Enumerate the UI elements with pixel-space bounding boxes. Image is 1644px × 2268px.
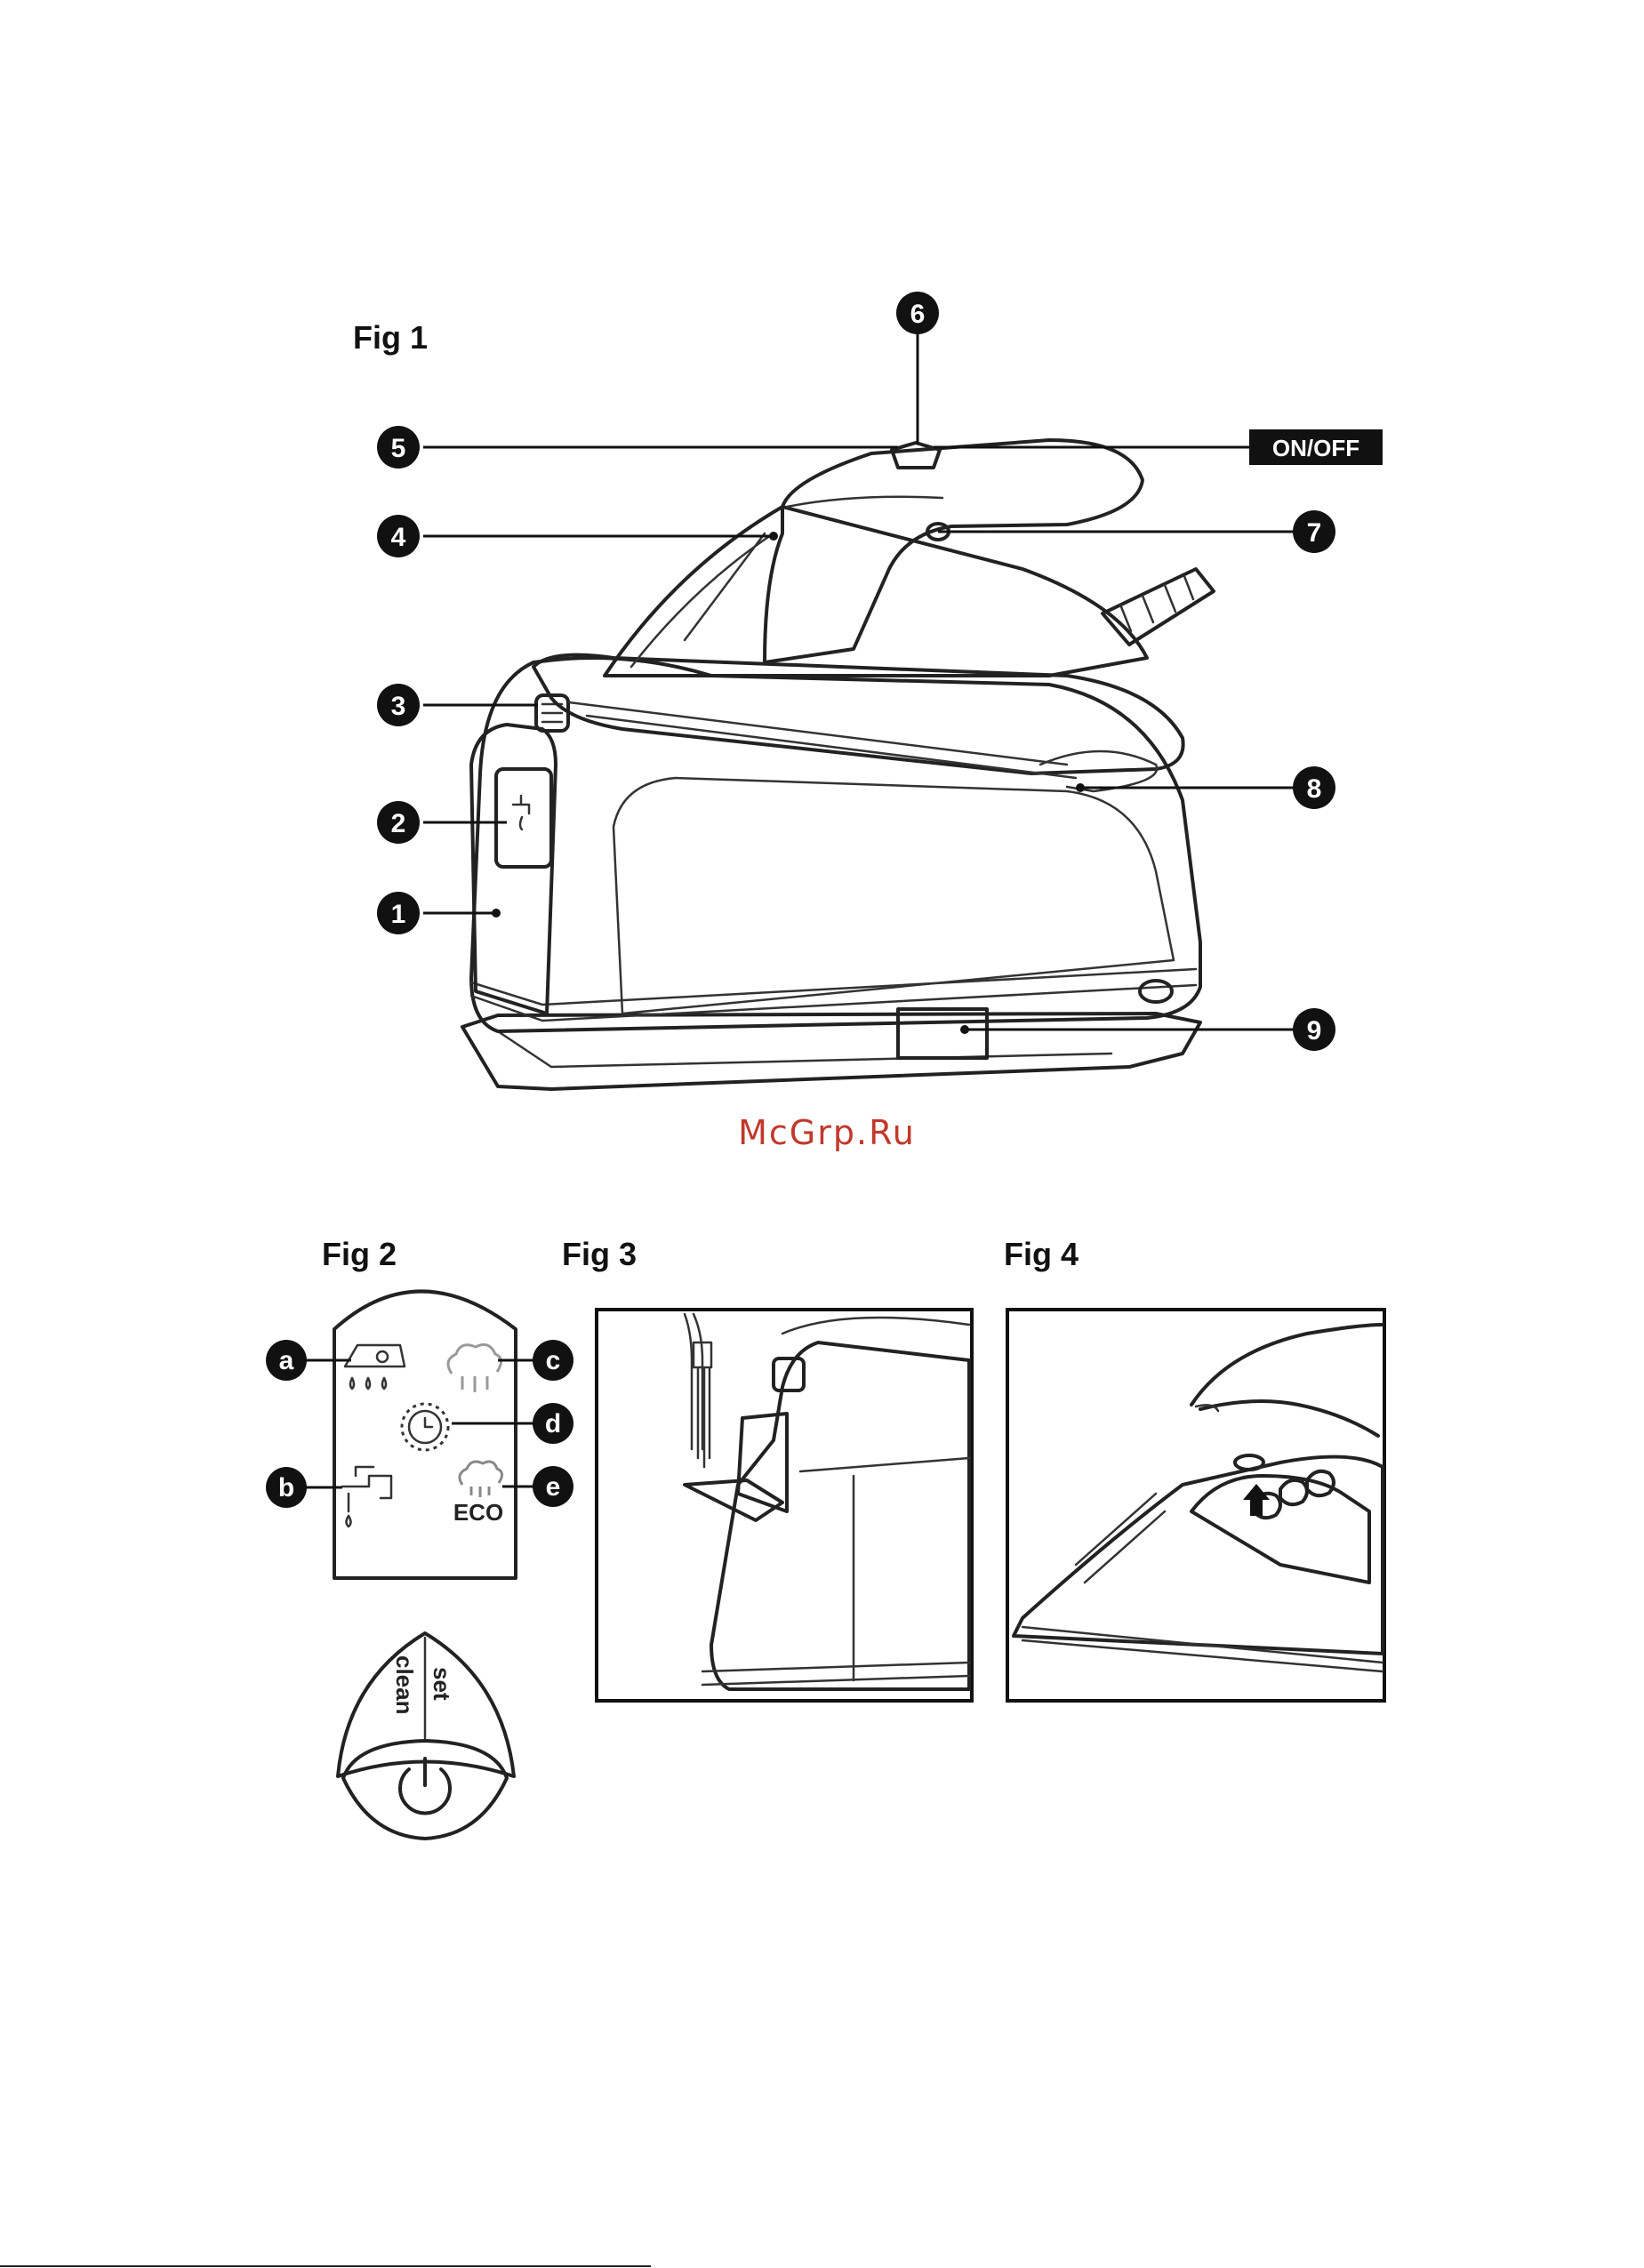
power-button-pad: clean set [338, 1633, 514, 1839]
callout-5: 5 [391, 434, 406, 463]
fig1: Fig 1 [353, 292, 1383, 1089]
station-top-rim [533, 655, 1183, 773]
callout-7: 7 [1307, 518, 1322, 548]
rim-groove-2 [587, 716, 1076, 778]
callout-a: a [279, 1346, 294, 1375]
on-off-switch [892, 443, 940, 468]
side-panel [613, 778, 1174, 1014]
base-lines [702, 1663, 969, 1685]
iron-shell-line [631, 533, 774, 667]
fig1-title: Fig 1 [353, 319, 428, 356]
callout-e: e [546, 1472, 561, 1502]
hand-upper [1191, 1325, 1383, 1405]
tank-door-open [738, 1414, 787, 1511]
calc-collector [898, 1009, 987, 1058]
callout-6: 6 [910, 300, 926, 329]
cord-knob [1140, 981, 1172, 1002]
steam-iron-icon [345, 1345, 405, 1389]
fig3-title: Fig 3 [562, 1236, 637, 1272]
steam-hose [1103, 569, 1214, 645]
hose-ridges [1120, 576, 1193, 631]
watermark: McGrp.Ru [738, 1113, 916, 1152]
leader-dot-9 [960, 1025, 969, 1034]
on-off-badge: ON/OFF [1249, 429, 1383, 465]
tap-icon-panel [342, 1467, 391, 1527]
fig4-title: Fig 4 [1004, 1236, 1079, 1272]
rim-groove [569, 702, 1067, 765]
base-plate-edge [498, 1031, 1111, 1067]
callout-d: d [545, 1409, 561, 1439]
steam-cloud-icon [448, 1344, 501, 1392]
panel-lines [800, 1458, 969, 1680]
soleplate-lines [1022, 1627, 1383, 1671]
callout-b: b [278, 1473, 294, 1503]
clean-label: clean [391, 1655, 418, 1715]
callout-4: 4 [391, 523, 406, 552]
fig2-title: Fig 2 [322, 1236, 397, 1272]
fig3: Fig 3 [562, 1236, 972, 1701]
eco-icon: ECO [453, 1462, 503, 1526]
leader-dot-1 [492, 909, 501, 918]
handle-trim [685, 533, 765, 640]
dial-closeup [774, 1358, 804, 1390]
callout-c: c [546, 1346, 561, 1375]
callout-8: 8 [1307, 774, 1322, 804]
callout-2: 2 [391, 809, 406, 838]
fig4: Fig 4 [1004, 1236, 1384, 1701]
fig1-leaders [423, 331, 1294, 1034]
station-top-closeup [782, 1318, 969, 1334]
station-band-1 [471, 969, 1196, 1005]
power-button [343, 1741, 507, 1839]
timer-icon [402, 1404, 448, 1450]
control-panel [334, 1292, 516, 1579]
tap-icon [513, 796, 529, 829]
fig2: Fig 2 ECO [266, 1236, 573, 1839]
tank-window [496, 769, 551, 867]
callout-3: 3 [391, 692, 406, 721]
callout-1: 1 [391, 900, 406, 929]
lock-button [1235, 1455, 1263, 1470]
leader-dot-4 [769, 532, 778, 541]
callout-9: 9 [1307, 1016, 1322, 1046]
on-off-label: ON/OFF [1272, 435, 1359, 461]
handle-ridge [787, 497, 942, 507]
fig3-frame [597, 1310, 972, 1701]
water-stream [698, 1369, 710, 1467]
hand-lower [1200, 1401, 1378, 1436]
eco-label: ECO [453, 1499, 503, 1526]
iron-lock-illustration [1014, 1325, 1383, 1671]
fill-tank-illustration [685, 1314, 969, 1689]
set-label: set [429, 1667, 455, 1701]
arrow-up-icon [1243, 1484, 1270, 1516]
leader-dot-8 [1076, 783, 1085, 792]
